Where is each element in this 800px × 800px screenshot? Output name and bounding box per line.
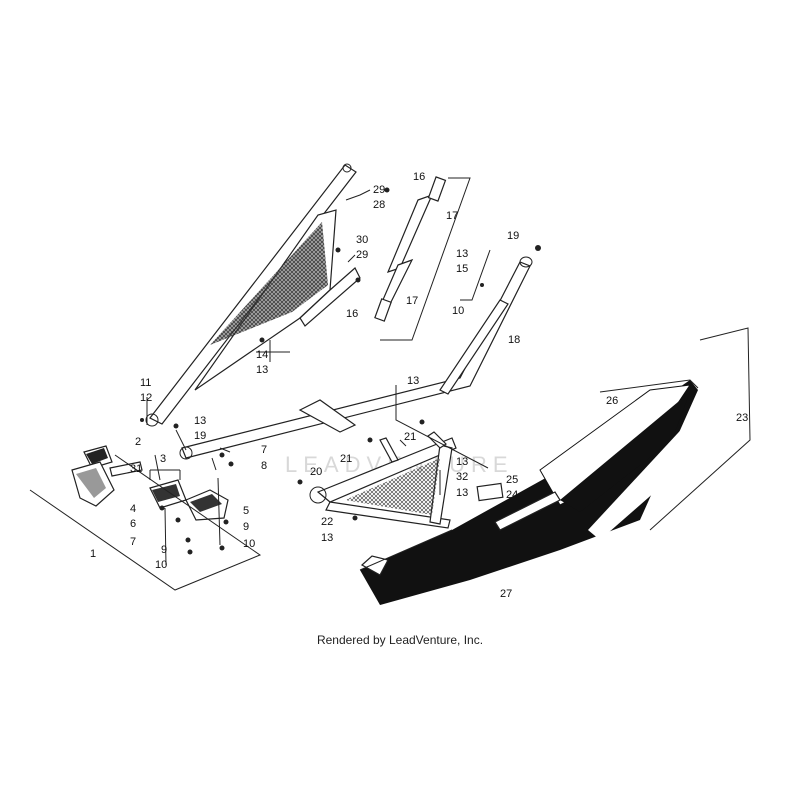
callout-13: 13 xyxy=(456,248,468,260)
callout-3: 3 xyxy=(160,453,166,465)
callout-20: 20 xyxy=(310,466,322,478)
decal-sticker xyxy=(476,482,504,502)
callout-13: 13 xyxy=(256,364,268,376)
callout-14: 14 xyxy=(256,349,268,361)
strap-parts xyxy=(374,176,471,341)
lower-net-frame xyxy=(309,431,457,529)
leader-lines xyxy=(29,189,751,591)
grab-handle-assembly xyxy=(149,469,229,521)
callout-16: 16 xyxy=(346,308,358,320)
side-frame-tube xyxy=(179,256,533,471)
callout-25: 25 xyxy=(506,474,518,486)
credit-text: Rendered by LeadVenture, Inc. xyxy=(317,633,483,647)
callout-28: 28 xyxy=(373,199,385,211)
callout-29: 29 xyxy=(373,184,385,196)
callout-17: 17 xyxy=(406,295,418,307)
callout-13: 13 xyxy=(456,487,468,499)
callout-21: 21 xyxy=(340,453,352,465)
callout-10: 10 xyxy=(155,559,167,571)
callout-10: 10 xyxy=(243,538,255,550)
callouts: 29 28 16 17 30 29 17 16 19 13 15 10 18 1… xyxy=(90,171,748,600)
callout-27: 27 xyxy=(500,588,512,600)
callout-18: 18 xyxy=(508,334,520,346)
callout-19: 19 xyxy=(194,430,206,442)
callout-10: 10 xyxy=(452,305,464,317)
callout-21: 21 xyxy=(404,431,416,443)
callout-12: 12 xyxy=(140,392,152,404)
callout-26: 26 xyxy=(606,395,618,407)
callout-9: 9 xyxy=(161,544,167,556)
callout-30: 30 xyxy=(356,234,368,246)
side-panel xyxy=(359,379,699,605)
callout-5: 5 xyxy=(243,505,249,517)
callout-6: 6 xyxy=(130,518,136,530)
callout-32: 32 xyxy=(456,471,468,483)
callout-7: 7 xyxy=(130,536,136,548)
callout-19: 19 xyxy=(507,230,519,242)
callout-22: 22 xyxy=(321,516,333,528)
callout-24: 24 xyxy=(506,489,518,501)
callout-11: 11 xyxy=(140,377,151,389)
callout-16: 16 xyxy=(413,171,425,183)
callout-29: 29 xyxy=(356,249,368,261)
callout-17: 17 xyxy=(446,210,458,222)
callout-7: 7 xyxy=(261,444,267,456)
fasteners xyxy=(140,187,541,555)
callout-23: 23 xyxy=(736,412,748,424)
callout-2: 2 xyxy=(135,436,141,448)
callout-13: 13 xyxy=(456,456,468,468)
callout-4: 4 xyxy=(130,503,136,515)
left-net-frame xyxy=(145,163,361,427)
callout-31: 31 xyxy=(130,463,142,475)
callout-9: 9 xyxy=(243,521,249,533)
callout-1: 1 xyxy=(90,548,96,560)
callout-13: 13 xyxy=(194,415,206,427)
callout-13: 13 xyxy=(407,375,419,387)
bracket xyxy=(71,445,143,507)
callout-8: 8 xyxy=(261,460,267,472)
callout-15: 15 xyxy=(456,263,468,275)
callout-13: 13 xyxy=(321,532,333,544)
